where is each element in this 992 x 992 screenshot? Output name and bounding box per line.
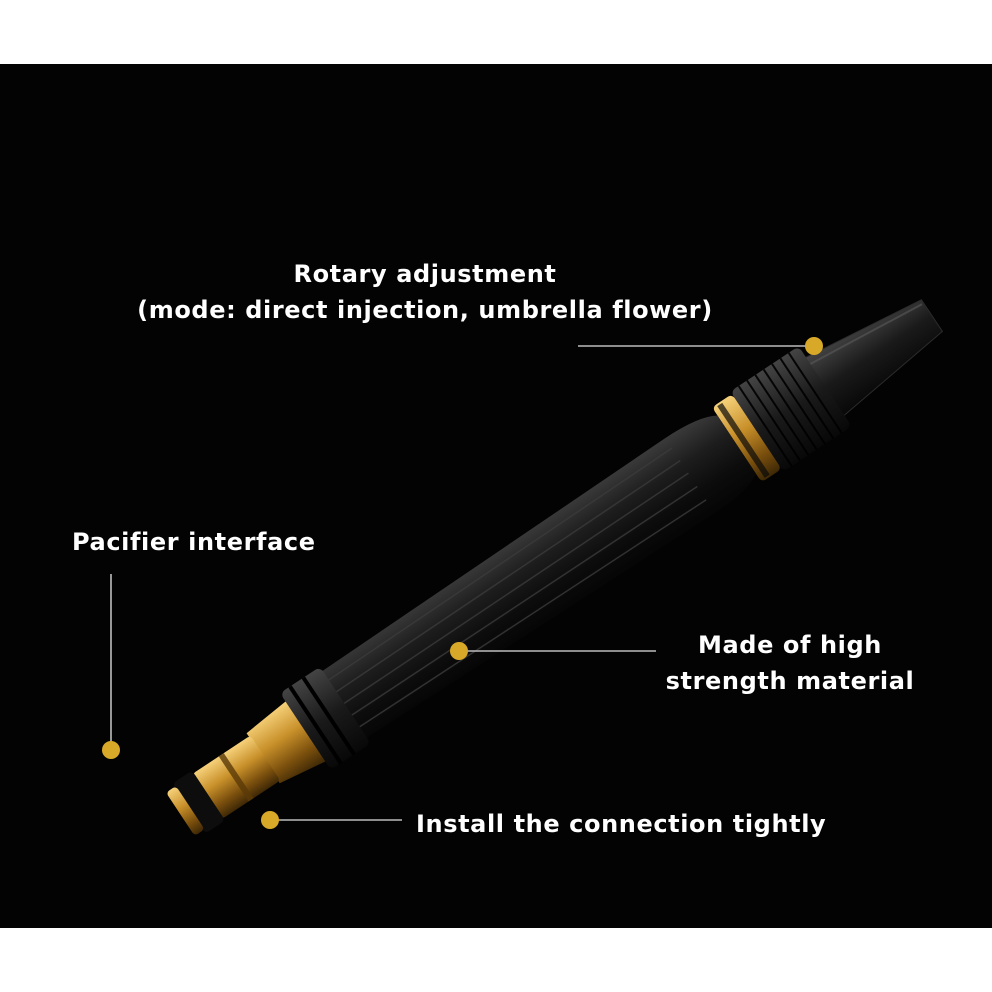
material-callout-line1: Made of high: [698, 631, 882, 659]
material-callout: Made of high strength material: [640, 627, 940, 699]
spray-nozzle-illustration: [102, 299, 944, 835]
material-marker: [450, 642, 468, 660]
rear-collar: [282, 668, 369, 768]
install-marker: [261, 811, 279, 829]
pacifier-callout: Pacifier interface: [72, 528, 316, 556]
pacifier-marker: [102, 741, 120, 759]
rotary-cap: [732, 348, 850, 470]
rotary-marker: [805, 337, 823, 355]
material-callout-line2: strength material: [665, 667, 915, 695]
product-image-panel: [0, 64, 992, 928]
nozzle-body: [317, 415, 757, 741]
brass-connector: [167, 701, 326, 835]
rotary-callout-line2: (mode: direct injection, umbrella flower…: [137, 296, 713, 324]
install-callout: Install the connection tightly: [416, 810, 827, 838]
rotary-callout-line1: Rotary adjustment: [293, 260, 557, 288]
rotary-callout: Rotary adjustment (mode: direct injectio…: [110, 256, 740, 328]
